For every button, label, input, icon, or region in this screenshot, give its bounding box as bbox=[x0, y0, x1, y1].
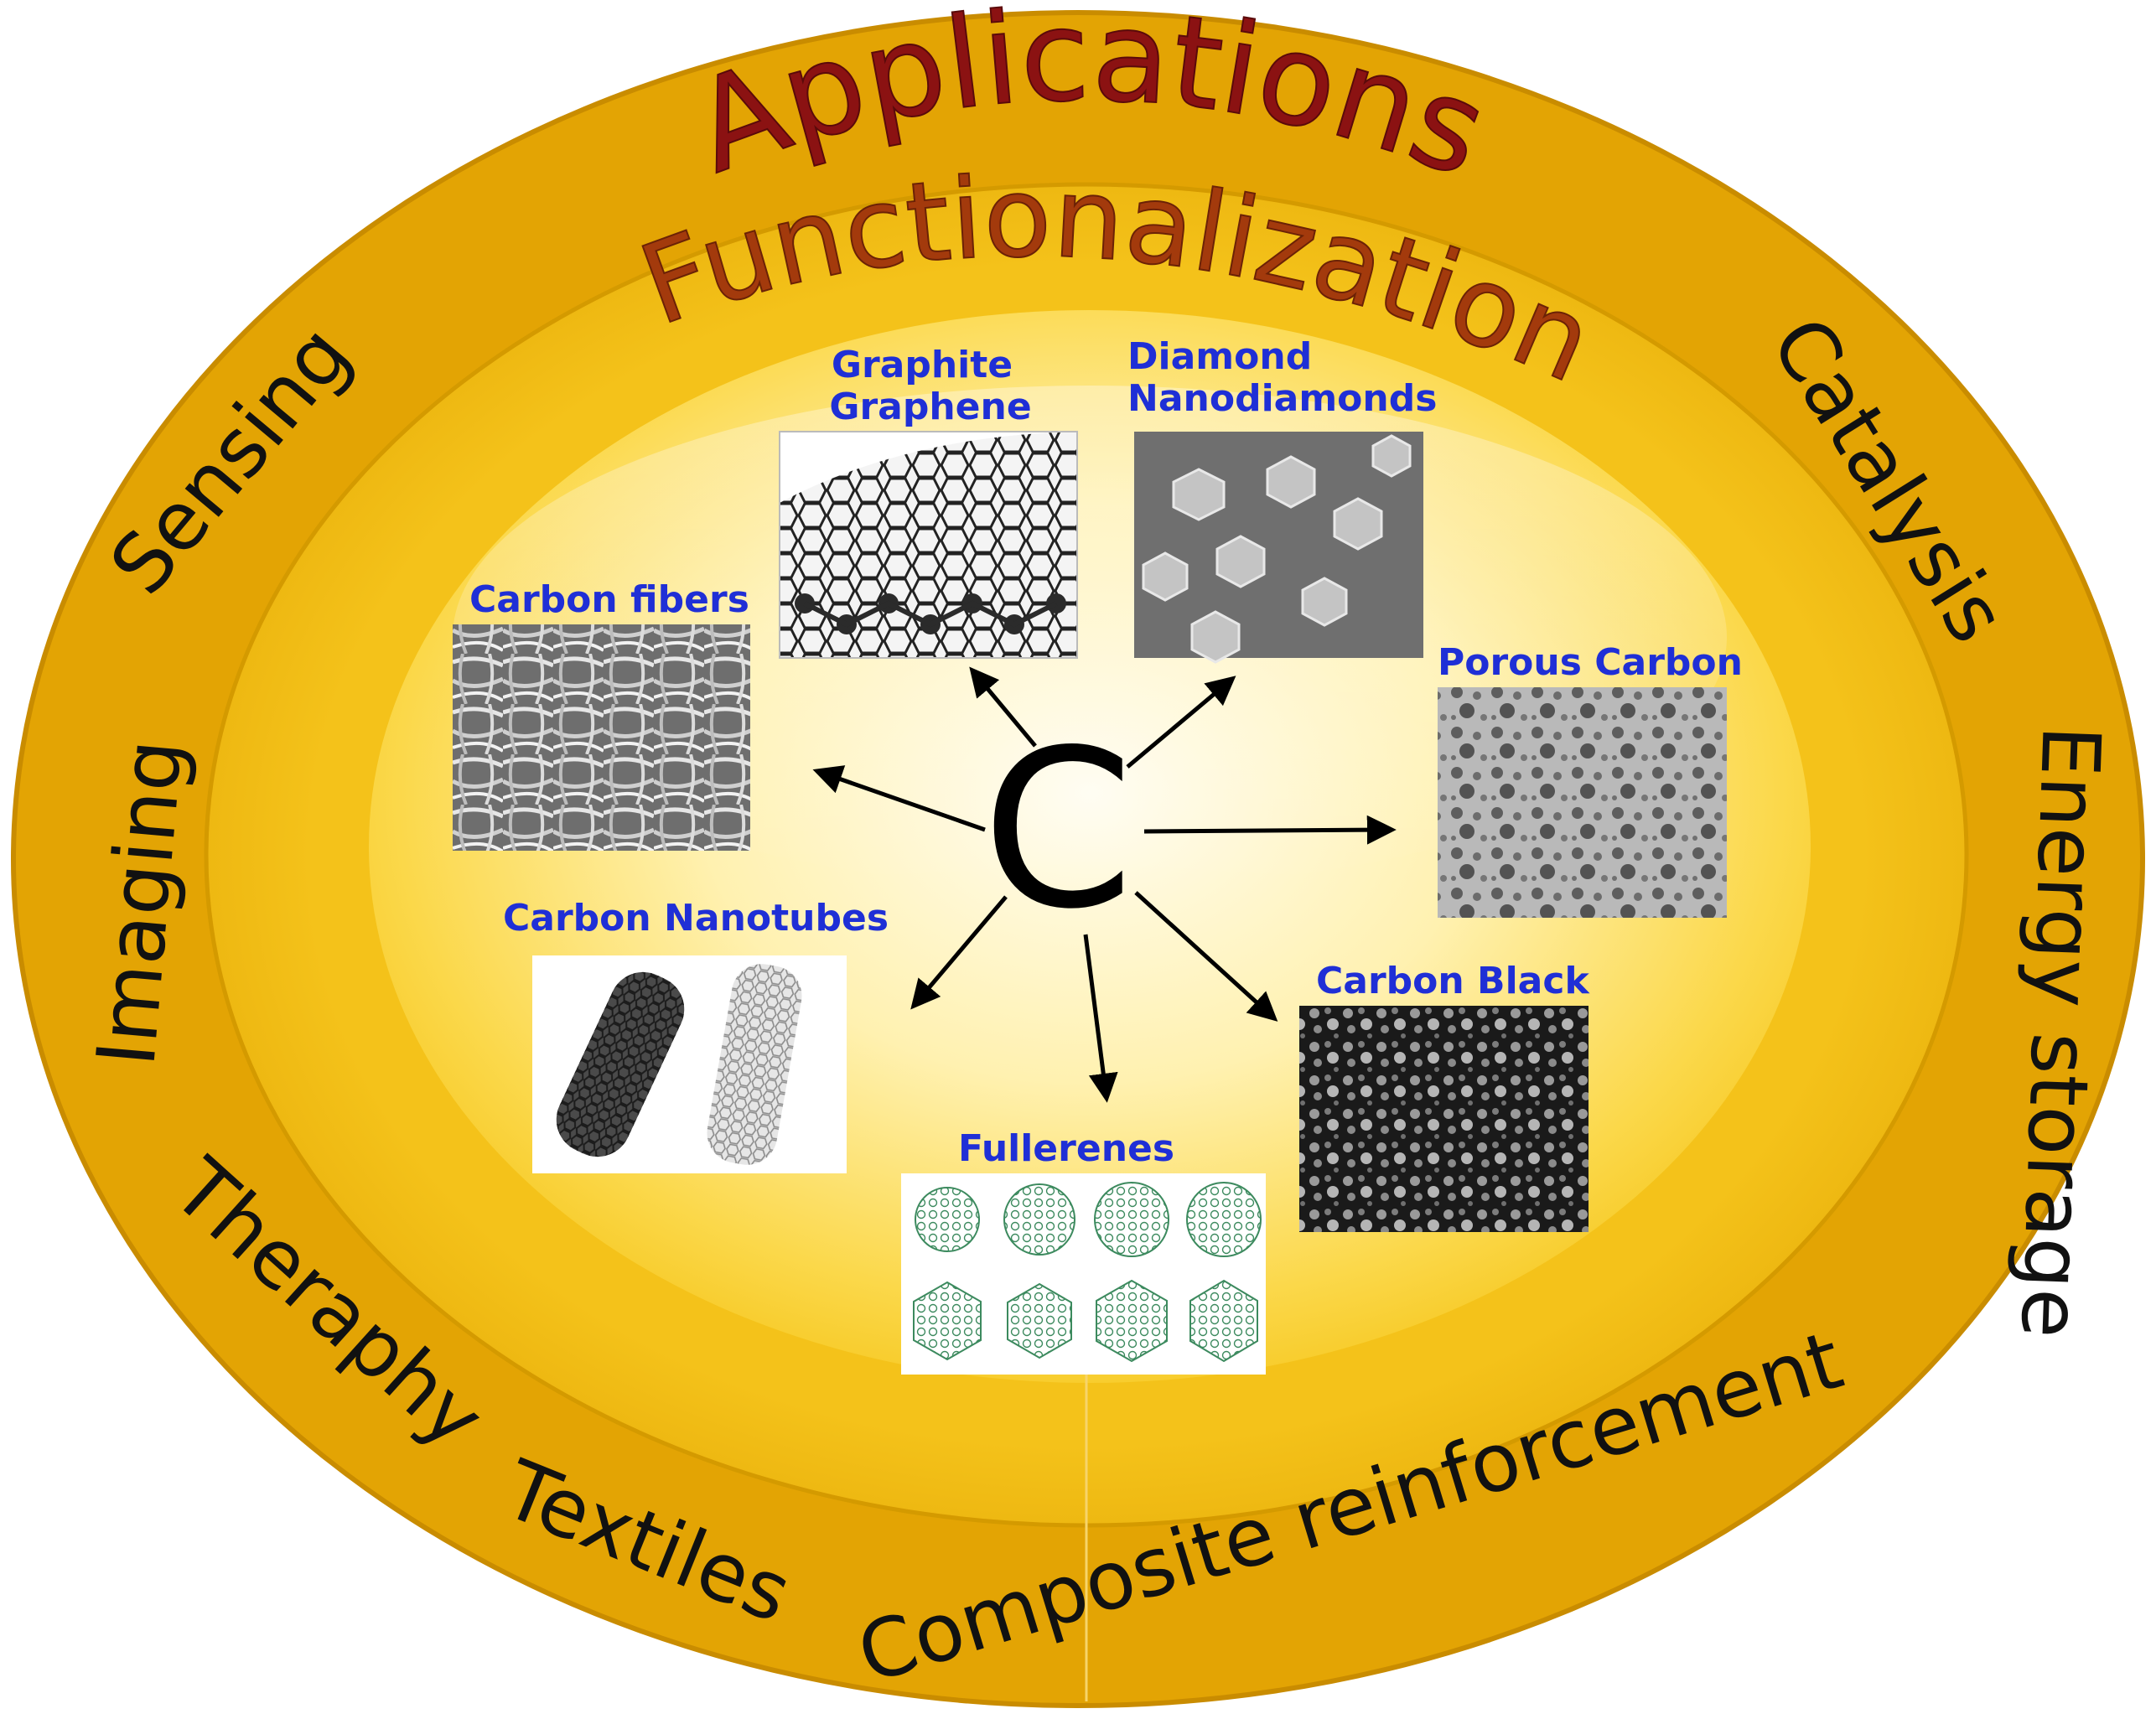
image-carbon-black bbox=[1299, 1006, 1588, 1232]
label-graphene: Graphene bbox=[829, 386, 1031, 428]
arrow-to-diamond bbox=[1126, 676, 1236, 769]
label-fullerenes: Fullerenes bbox=[958, 1127, 1174, 1170]
carbon-symbol: C bbox=[982, 704, 1134, 957]
image-carbon-fibers bbox=[453, 624, 750, 851]
image-porous-carbon bbox=[1438, 687, 1727, 918]
label-graphite: Graphite bbox=[832, 344, 1013, 386]
label-nanodiamonds: Nanodiamonds bbox=[1127, 377, 1437, 420]
label-carbon-black: Carbon Black bbox=[1316, 960, 1590, 1002]
app-energy-storage: Energy storage bbox=[2003, 724, 2117, 1340]
image-carbon-nanotubes bbox=[532, 955, 847, 1173]
label-carbon-nanotubes: Carbon Nanotubes bbox=[503, 897, 889, 940]
label-porous-carbon: Porous Carbon bbox=[1438, 641, 1743, 684]
outer-ring-edge bbox=[11, 10, 2145, 1708]
arrow-to-black bbox=[1134, 891, 1278, 1022]
image-nanodiamonds bbox=[1134, 432, 1423, 664]
label-carbon-fibers: Carbon fibers bbox=[469, 578, 749, 621]
image-graphene bbox=[779, 431, 1078, 659]
arrow-to-graphite bbox=[969, 666, 1037, 748]
arrow-to-fullerenes bbox=[1083, 934, 1118, 1103]
label-diamond: Diamond bbox=[1127, 335, 1312, 378]
arrow-to-nanotubes bbox=[910, 895, 1008, 1010]
arrows bbox=[812, 666, 1397, 1103]
arrow-to-porous bbox=[1143, 815, 1397, 845]
image-fullerenes bbox=[901, 1173, 1266, 1375]
arrow-to-fibers bbox=[812, 765, 986, 832]
